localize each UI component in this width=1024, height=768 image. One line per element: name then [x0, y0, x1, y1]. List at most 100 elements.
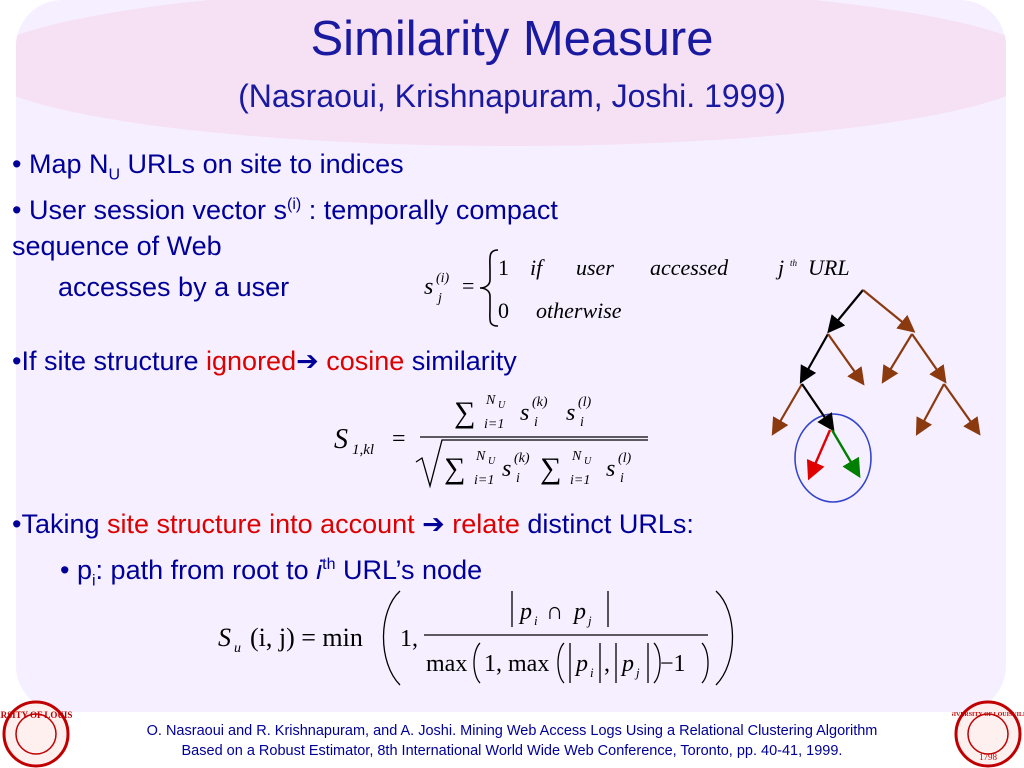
- case1-j: j: [775, 255, 784, 280]
- case1-url: URL: [808, 255, 850, 280]
- logo-year: 1798: [979, 752, 998, 762]
- tree-edge-root-right: [862, 289, 916, 333]
- bullet-session-line3: accesses by a user: [58, 272, 290, 302]
- bullet-text: URL’s node: [335, 555, 483, 585]
- bullet-text: similarity: [404, 346, 517, 376]
- formula-sub: j: [436, 291, 442, 306]
- tree-edge-green: [830, 429, 861, 479]
- tree-edge-root-left: [827, 289, 864, 334]
- bullet-text: •Taking: [12, 509, 108, 539]
- site-tree-diagram: [771, 289, 981, 503]
- den-l: (l): [618, 451, 632, 466]
- num-i-a: i: [534, 415, 538, 430]
- bullet-text: : temporally compact: [301, 195, 558, 225]
- formula-brace: [479, 249, 499, 327]
- highlight-relate: relate: [444, 509, 520, 539]
- case2-otherwise: otherwise: [536, 298, 622, 323]
- cos-S: S: [334, 424, 348, 455]
- den-s1: s: [502, 456, 511, 482]
- num-U: U: [498, 400, 506, 411]
- su-one: 1,: [400, 626, 418, 652]
- arrow-icon: ➔: [414, 509, 445, 539]
- num-l: (l): [578, 395, 592, 410]
- den-i1a: i=1: [474, 473, 494, 488]
- den-paren-r: [701, 642, 709, 684]
- bullet-site-structure: •Taking site structure into account ➔ re…: [12, 508, 694, 540]
- highlight-site-structure: site structure into account: [107, 509, 415, 539]
- university-logo-left: UNIVERSITY OF LOUISVILLE: [0, 700, 72, 768]
- bullet-sup: th: [322, 556, 336, 573]
- tree-edge-b: [827, 333, 865, 386]
- logo-text: UNIVERSITY OF LOUISVILLE: [952, 712, 1024, 718]
- bullet-italic: i: [316, 555, 323, 585]
- den-comma: ,: [604, 651, 610, 677]
- tree-edge-a: [799, 333, 829, 384]
- tree-edge-e: [771, 383, 803, 436]
- tree-edge-d: [911, 333, 947, 384]
- tree-edge-f: [801, 383, 835, 432]
- case1-accessed: accessed: [650, 255, 729, 280]
- den-max: max: [426, 651, 467, 677]
- den-sum2: ∑: [540, 452, 561, 485]
- logo-text: UNIVERSITY OF LOUISVILLE: [0, 710, 72, 720]
- su-S: S: [218, 623, 231, 652]
- bullet-text: : path from root to: [95, 555, 317, 585]
- num-i1: i=1: [484, 417, 504, 432]
- paren-left: [382, 590, 401, 686]
- logo-circle: [954, 700, 1022, 768]
- num-i-b: i: [580, 415, 584, 430]
- den-s2: s: [606, 456, 615, 482]
- den-N2: N: [571, 449, 582, 464]
- reference-footer: O. Nasraoui and R. Krishnapuram, and A. …: [0, 721, 1024, 761]
- num-pi: p: [518, 599, 532, 625]
- slide-subtitle: (Nasraoui, Krishnapuram, Joshi. 1999): [238, 78, 786, 114]
- num-N: N: [485, 393, 496, 408]
- num-s1: s: [520, 400, 529, 426]
- formula-s: s: [424, 274, 433, 300]
- den-pi: p: [574, 651, 588, 677]
- slide-title: Similarity Measure: [310, 12, 714, 66]
- highlight-cosine: cosine: [318, 346, 405, 376]
- reference-line-1: O. Nasraoui and R. Krishnapuram, and A. …: [146, 723, 878, 739]
- den-paren-l2: [557, 642, 565, 684]
- den-pj-sub: j: [634, 665, 640, 680]
- case1-if: if: [530, 255, 545, 280]
- formula-cosine: S 1,kl = ∑ N U i=1 s (k) i s (l) i ∑ N U…: [334, 393, 648, 489]
- bullet-cosine: •If site structure ignored➔ cosine simil…: [12, 345, 517, 377]
- num-k: (k): [532, 395, 548, 410]
- num-sum: ∑: [454, 396, 475, 429]
- bullet-map-urls: • Map NU URLs on site to indices: [12, 148, 404, 191]
- title-band: [16, 0, 1006, 146]
- den-paren-l: [473, 642, 481, 684]
- num-cap: ∩: [546, 599, 563, 625]
- den-i-b: i: [620, 471, 624, 486]
- case1-th: th: [790, 258, 798, 268]
- logo-circle: [2, 700, 70, 768]
- bullet-session-vector: • User session vector s(i) : temporally …: [12, 189, 558, 226]
- arrow-icon: ➔: [296, 346, 319, 376]
- den-N1: N: [475, 449, 486, 464]
- paren-right: [715, 590, 734, 686]
- formula-sup: (i): [436, 271, 450, 286]
- case2-value: 0: [498, 298, 509, 323]
- den-U1: U: [488, 456, 496, 467]
- den-k: (k): [514, 451, 530, 466]
- den-onemax: 1, max: [484, 651, 549, 677]
- bullet-sub: i: [91, 572, 96, 590]
- bullet-text: •If site structure: [12, 346, 207, 376]
- bullet-text: • p: [60, 555, 92, 585]
- logo-inner-circle: [967, 713, 1009, 755]
- bullet-text: • Map N: [12, 149, 109, 179]
- case1-user: user: [576, 255, 614, 280]
- cos-sub: 1,kl: [352, 442, 374, 458]
- den-pi-sub: i: [590, 665, 594, 680]
- bullet-text: distinct URLs:: [519, 509, 694, 539]
- university-logo-right: UNIVERSITY OF LOUISVILLE 1798: [952, 700, 1024, 768]
- formula-structure: S u (i, j) = min 1, p i ∩ p j max 1, max…: [218, 590, 734, 686]
- den-i-a: i: [516, 471, 520, 486]
- bullet-text: • User session vector s: [12, 195, 288, 225]
- num-pi-sub: i: [534, 613, 538, 628]
- bullet-sub: U: [108, 166, 121, 184]
- num-pj: p: [572, 599, 586, 625]
- su-args: (i, j) = min: [250, 623, 363, 652]
